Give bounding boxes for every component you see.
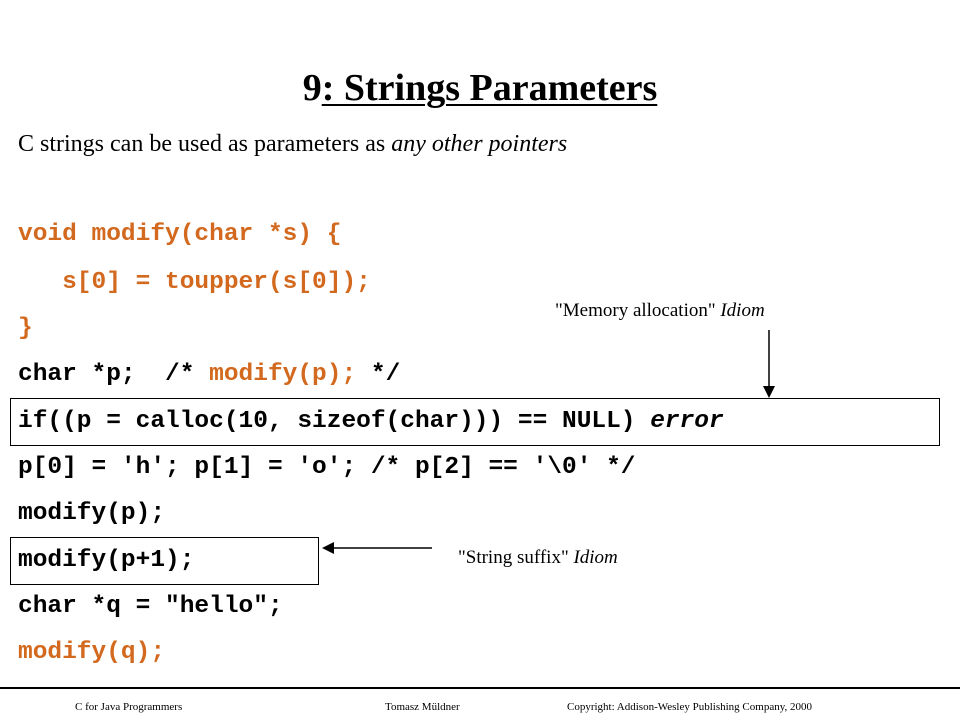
code-line-1: void modify(char *s) { xyxy=(18,221,342,248)
intro-emphasis: any other pointers xyxy=(391,131,568,157)
memory-arrow-head xyxy=(763,386,775,398)
code-line-2: s[0] = toupper(s[0]); xyxy=(18,269,371,296)
suffix-highlight-box xyxy=(10,537,319,585)
memory-allocation-quote: "Memory allocation" xyxy=(555,300,721,321)
code-line-9: char *q = "hello"; xyxy=(18,593,283,620)
code-line-6: p[0] = 'h'; p[1] = 'o'; /* p[2] == '\0' … xyxy=(18,454,636,481)
suffix-arrow-head xyxy=(322,542,334,554)
memory-allocation-note: "Memory allocation" Idiom xyxy=(555,299,765,323)
slide-title: 9: Strings Parameters xyxy=(0,64,960,112)
code-line-5-start: if((p = calloc(10, sizeof(char))) == NUL… xyxy=(18,408,651,435)
memory-allocation-idiom: Idiom xyxy=(720,300,765,321)
code-line-3: } xyxy=(18,315,33,342)
intro-sentence: C strings can be used as parameters as a… xyxy=(18,128,567,160)
code-line-4-start: char *p; /* xyxy=(18,361,210,388)
calloc-highlight-box xyxy=(10,398,940,446)
code-line-10: modify(q); xyxy=(18,639,166,666)
slide-number: 9 xyxy=(302,67,322,109)
code-line-8: modify(p+1); xyxy=(18,547,195,574)
code-line-7: modify(p); xyxy=(18,500,166,527)
footer-divider xyxy=(0,687,960,689)
code-line-4-call: modify(p); xyxy=(209,361,357,388)
code-line-4-end: */ xyxy=(356,361,401,388)
string-suffix-quote: "String suffix" xyxy=(458,547,574,568)
string-suffix-idiom: Idiom xyxy=(573,547,618,568)
intro-text: C strings can be used as parameters as xyxy=(18,131,392,157)
footer-course: C for Java Programmers xyxy=(75,701,183,713)
string-suffix-note: "String suffix" Idiom xyxy=(458,546,618,570)
slide-title-text: : Strings Parameters xyxy=(321,67,658,109)
footer-copyright: Copyright: Addison-Wesley Publishing Com… xyxy=(567,701,812,713)
code-line-4: char *p; /* modify(p); */ xyxy=(18,360,400,390)
footer-author: Tomasz Müldner xyxy=(385,701,460,713)
code-line-5: if((p = calloc(10, sizeof(char))) == NUL… xyxy=(18,407,724,437)
code-line-5-error: error xyxy=(650,408,724,435)
